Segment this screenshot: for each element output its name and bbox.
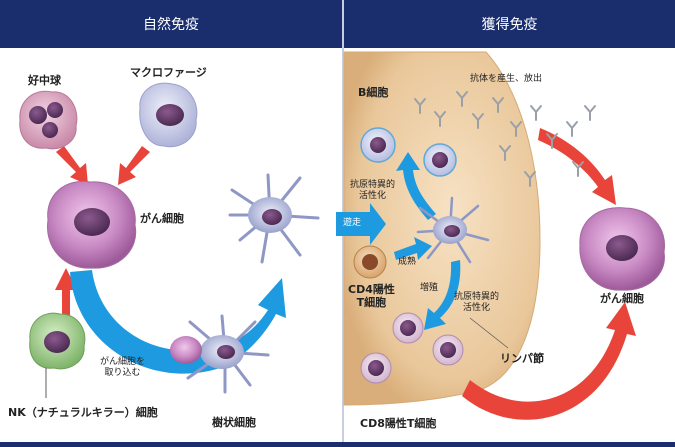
label-cd8: CD8陽性T細胞 (360, 417, 437, 430)
arrow-antibody-to-cancer (538, 128, 616, 205)
arrow-activation-b (396, 152, 436, 220)
label-activation-2: 抗原特異的 活性化 (454, 292, 500, 313)
arrow-migration (336, 203, 386, 245)
antibodies (414, 91, 596, 187)
label-cancer-cell-left: がん細胞 (140, 212, 184, 225)
cancer-cell-right (579, 207, 666, 291)
nk-cell (29, 312, 86, 398)
arrow-maturation (394, 237, 432, 260)
label-engulf: がん細胞を 取り込む (100, 357, 146, 378)
label-dendritic-cell: 樹状細胞 (212, 416, 256, 429)
label-nk-cell: NK（ナチュラルキラー）細胞 (8, 406, 158, 419)
arrow-cd8-to-cancer (462, 302, 636, 420)
arrow-proliferation (424, 260, 461, 330)
label-macrophage: マクロファージ (130, 66, 207, 79)
cd8-t-cell-2 (432, 334, 464, 366)
label-neutrophil: 好中球 (28, 74, 61, 87)
b-cell-1 (360, 127, 396, 163)
label-b-cell: B細胞 (358, 86, 389, 99)
label-activation-1: 抗原特異的 活性化 (350, 180, 396, 201)
cancer-cell-left (47, 180, 137, 269)
cd4-t-cell (353, 245, 387, 279)
label-cd4: CD4陽性 T細胞 (348, 283, 395, 310)
header-acquired-immunity: 獲得免疫 (344, 0, 675, 48)
arrow-macrophage-to-cancer (118, 146, 150, 185)
label-antibody: 抗体を産生、放出 (470, 74, 543, 84)
dendritic-cell-top-body (248, 197, 292, 233)
lymph-node-leader (469, 317, 509, 349)
cd8-t-cell-3 (360, 352, 392, 384)
dendritic-cell-node-body (433, 216, 467, 244)
dendritic-cell-bottom-body (170, 335, 244, 369)
label-lymph-node: リンパ節 (500, 352, 544, 365)
bottom-bar (0, 442, 675, 447)
label-migration: 遊走 (343, 218, 362, 228)
label-maturation: 成熟 (398, 257, 417, 267)
label-proliferation: 増殖 (420, 283, 439, 293)
neutrophil-cell (19, 90, 78, 150)
arrow-neutrophil-to-cancer (56, 146, 88, 185)
b-cell-2 (423, 143, 457, 177)
macrophage-cell (139, 82, 198, 148)
label-cancer-cell-right: がん細胞 (600, 292, 644, 305)
cd8-t-cell-1 (392, 312, 424, 344)
header-innate-immunity: 自然免疫 (0, 0, 342, 48)
